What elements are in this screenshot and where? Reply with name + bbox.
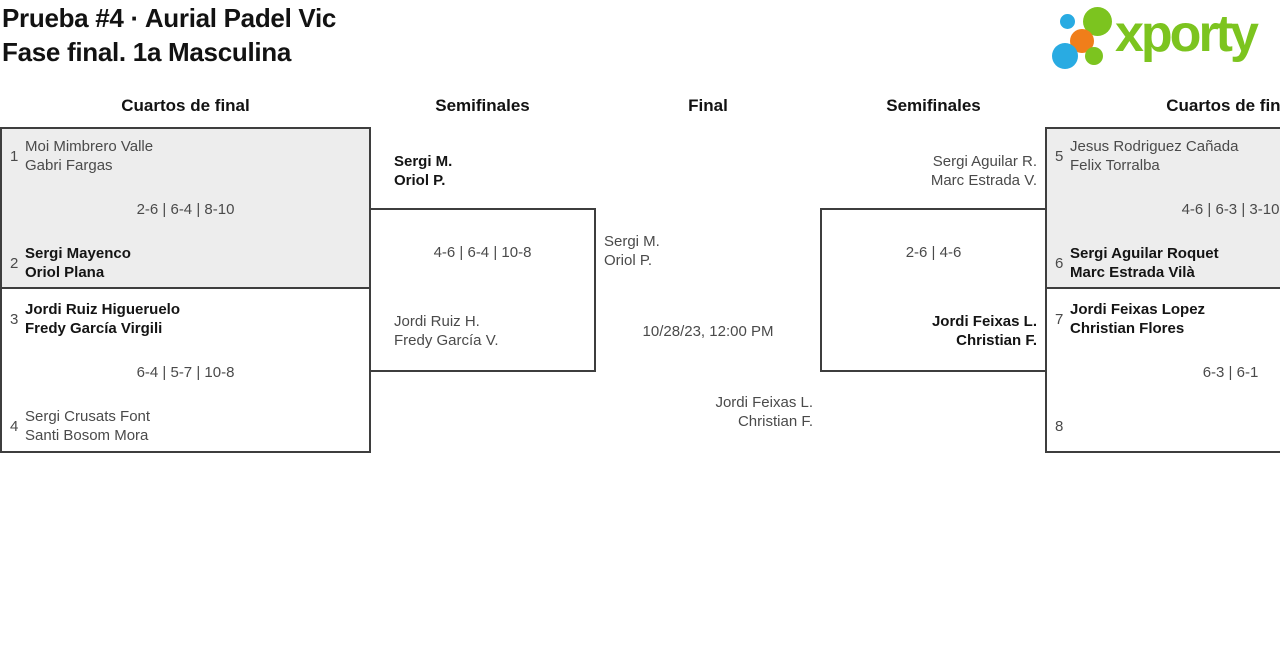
player-name: Sergi Crusats Font	[25, 408, 151, 425]
logo-dot-icon	[1085, 47, 1103, 65]
player-name: Jordi Ruiz H.	[394, 313, 480, 330]
logo-wordmark: xporty	[1115, 5, 1259, 63]
player-name: Gabri Fargas	[25, 157, 113, 174]
logo-dot-icon	[1060, 14, 1075, 29]
player-name: Santi Bosom Mora	[25, 427, 149, 444]
team-entry-winner: Jordi Feixas Lopez Christian Flores	[1070, 300, 1205, 338]
player-name: Jordi Feixas L.	[931, 313, 1037, 330]
match-score: 2-6 | 6-4 | 8-10	[136, 201, 235, 218]
team-entry: Jordi Feixas L. Christian F.	[715, 393, 813, 431]
player-name: Fredy García Virgili	[25, 320, 163, 337]
player-name: Oriol P.	[604, 252, 653, 269]
player-name: Jordi Feixas L.	[715, 394, 813, 411]
logo-dot-icon	[1052, 43, 1078, 69]
player-name: Sergi Mayenco	[25, 245, 131, 262]
final-match-datetime: 10/28/23, 12:00 PM	[642, 323, 774, 340]
quarterfinal-group-right: 5 Jesus Rodriguez Cañada Felix Torralba …	[1045, 127, 1280, 453]
semifinal-left-box: Sergi M. Oriol P. 4-6 | 6-4 | 10-8 Jordi…	[369, 153, 596, 372]
seed-label: 5	[1055, 148, 1064, 165]
seed-label: 7	[1055, 311, 1064, 328]
team-entry-winner: Jordi Feixas L. Christian F.	[932, 312, 1037, 350]
player-name: Jordi Feixas Lopez	[1070, 301, 1206, 318]
quarterfinal-group-left: 1 Moi Mimbrero Valle Gabri Fargas 2-6 | …	[0, 127, 371, 453]
player-name: Moi Mimbrero Valle	[25, 138, 154, 155]
seed-label: 1	[10, 148, 19, 165]
player-name: Jordi Ruiz Higueruelo	[25, 301, 181, 318]
player-name: Sergi Aguilar Roquet	[1070, 245, 1219, 262]
match-score: 2-6 | 4-6	[905, 244, 962, 261]
final-match: Sergi M. Oriol P. 10/28/23, 12:00 PM Jor…	[596, 208, 820, 454]
player-name: Sergi M.	[604, 233, 660, 250]
seed-label: 3	[10, 311, 19, 328]
match-score: 4-6 | 6-3 | 3-10	[1181, 201, 1280, 218]
page-title: Prueba #4 · Aurial Padel Vic	[2, 3, 337, 33]
seed-label: 6	[1055, 255, 1064, 272]
player-name: Marc Estrada V.	[930, 172, 1037, 189]
round-header-semifinals-left: Semifinales	[435, 96, 530, 115]
match-score: 4-6 | 6-4 | 10-8	[433, 244, 532, 261]
team-entry-winner: Sergi M. Oriol P.	[394, 152, 452, 190]
round-header-semifinals-right: Semifinales	[886, 96, 981, 115]
team-entry: Sergi Aguilar R. Marc Estrada V.	[931, 152, 1037, 190]
round-header-quarterfinals-left: Cuartos de final	[121, 96, 250, 115]
player-name: Oriol P.	[394, 172, 446, 189]
team-entry: Jesus Rodriguez Cañada Felix Torralba	[1070, 137, 1238, 175]
team-entry: Sergi Crusats Font Santi Bosom Mora	[25, 407, 150, 445]
round-header-final: Final	[688, 96, 728, 115]
player-name: Jesus Rodriguez Cañada	[1070, 138, 1239, 155]
match-score: 6-4 | 5-7 | 10-8	[136, 364, 235, 381]
player-name: Sergi Aguilar R.	[932, 153, 1037, 170]
player-name: Sergi M.	[394, 153, 453, 170]
match-score: 6-3 | 6-1	[1202, 364, 1259, 381]
xporty-logo[interactable]: xporty	[1050, 0, 1280, 80]
seed-label: 2	[10, 255, 19, 272]
round-header-quarterfinals-right: Cuartos de final	[1166, 96, 1280, 115]
team-entry-winner: Jordi Ruiz Higueruelo Fredy García Virgi…	[25, 300, 180, 338]
page-subtitle: Fase final. 1a Masculina	[2, 37, 292, 67]
team-entry: Jordi Ruiz H. Fredy García V.	[394, 312, 499, 350]
player-name: Fredy García V.	[394, 332, 499, 349]
player-name: Christian Flores	[1070, 320, 1185, 337]
team-entry: Moi Mimbrero Valle Gabri Fargas	[25, 137, 153, 175]
player-name: Felix Torralba	[1070, 157, 1160, 174]
player-name: Oriol Plana	[25, 264, 105, 281]
team-entry-winner: Sergi Mayenco Oriol Plana	[25, 244, 131, 282]
seed-label: 4	[10, 418, 19, 435]
match-qf1-box	[2, 129, 369, 289]
player-name: Marc Estrada Vilà	[1070, 264, 1195, 281]
player-name: Christian F.	[956, 332, 1037, 349]
semifinal-right-box: Sergi Aguilar R. Marc Estrada V. 2-6 | 4…	[820, 153, 1047, 372]
player-name: Christian F.	[737, 413, 813, 430]
match-qf3-box	[1047, 129, 1280, 289]
team-entry-winner: Sergi Aguilar Roquet Marc Estrada Vilà	[1070, 244, 1219, 282]
seed-label: 8	[1055, 418, 1064, 435]
team-entry: Sergi M. Oriol P.	[604, 232, 660, 270]
